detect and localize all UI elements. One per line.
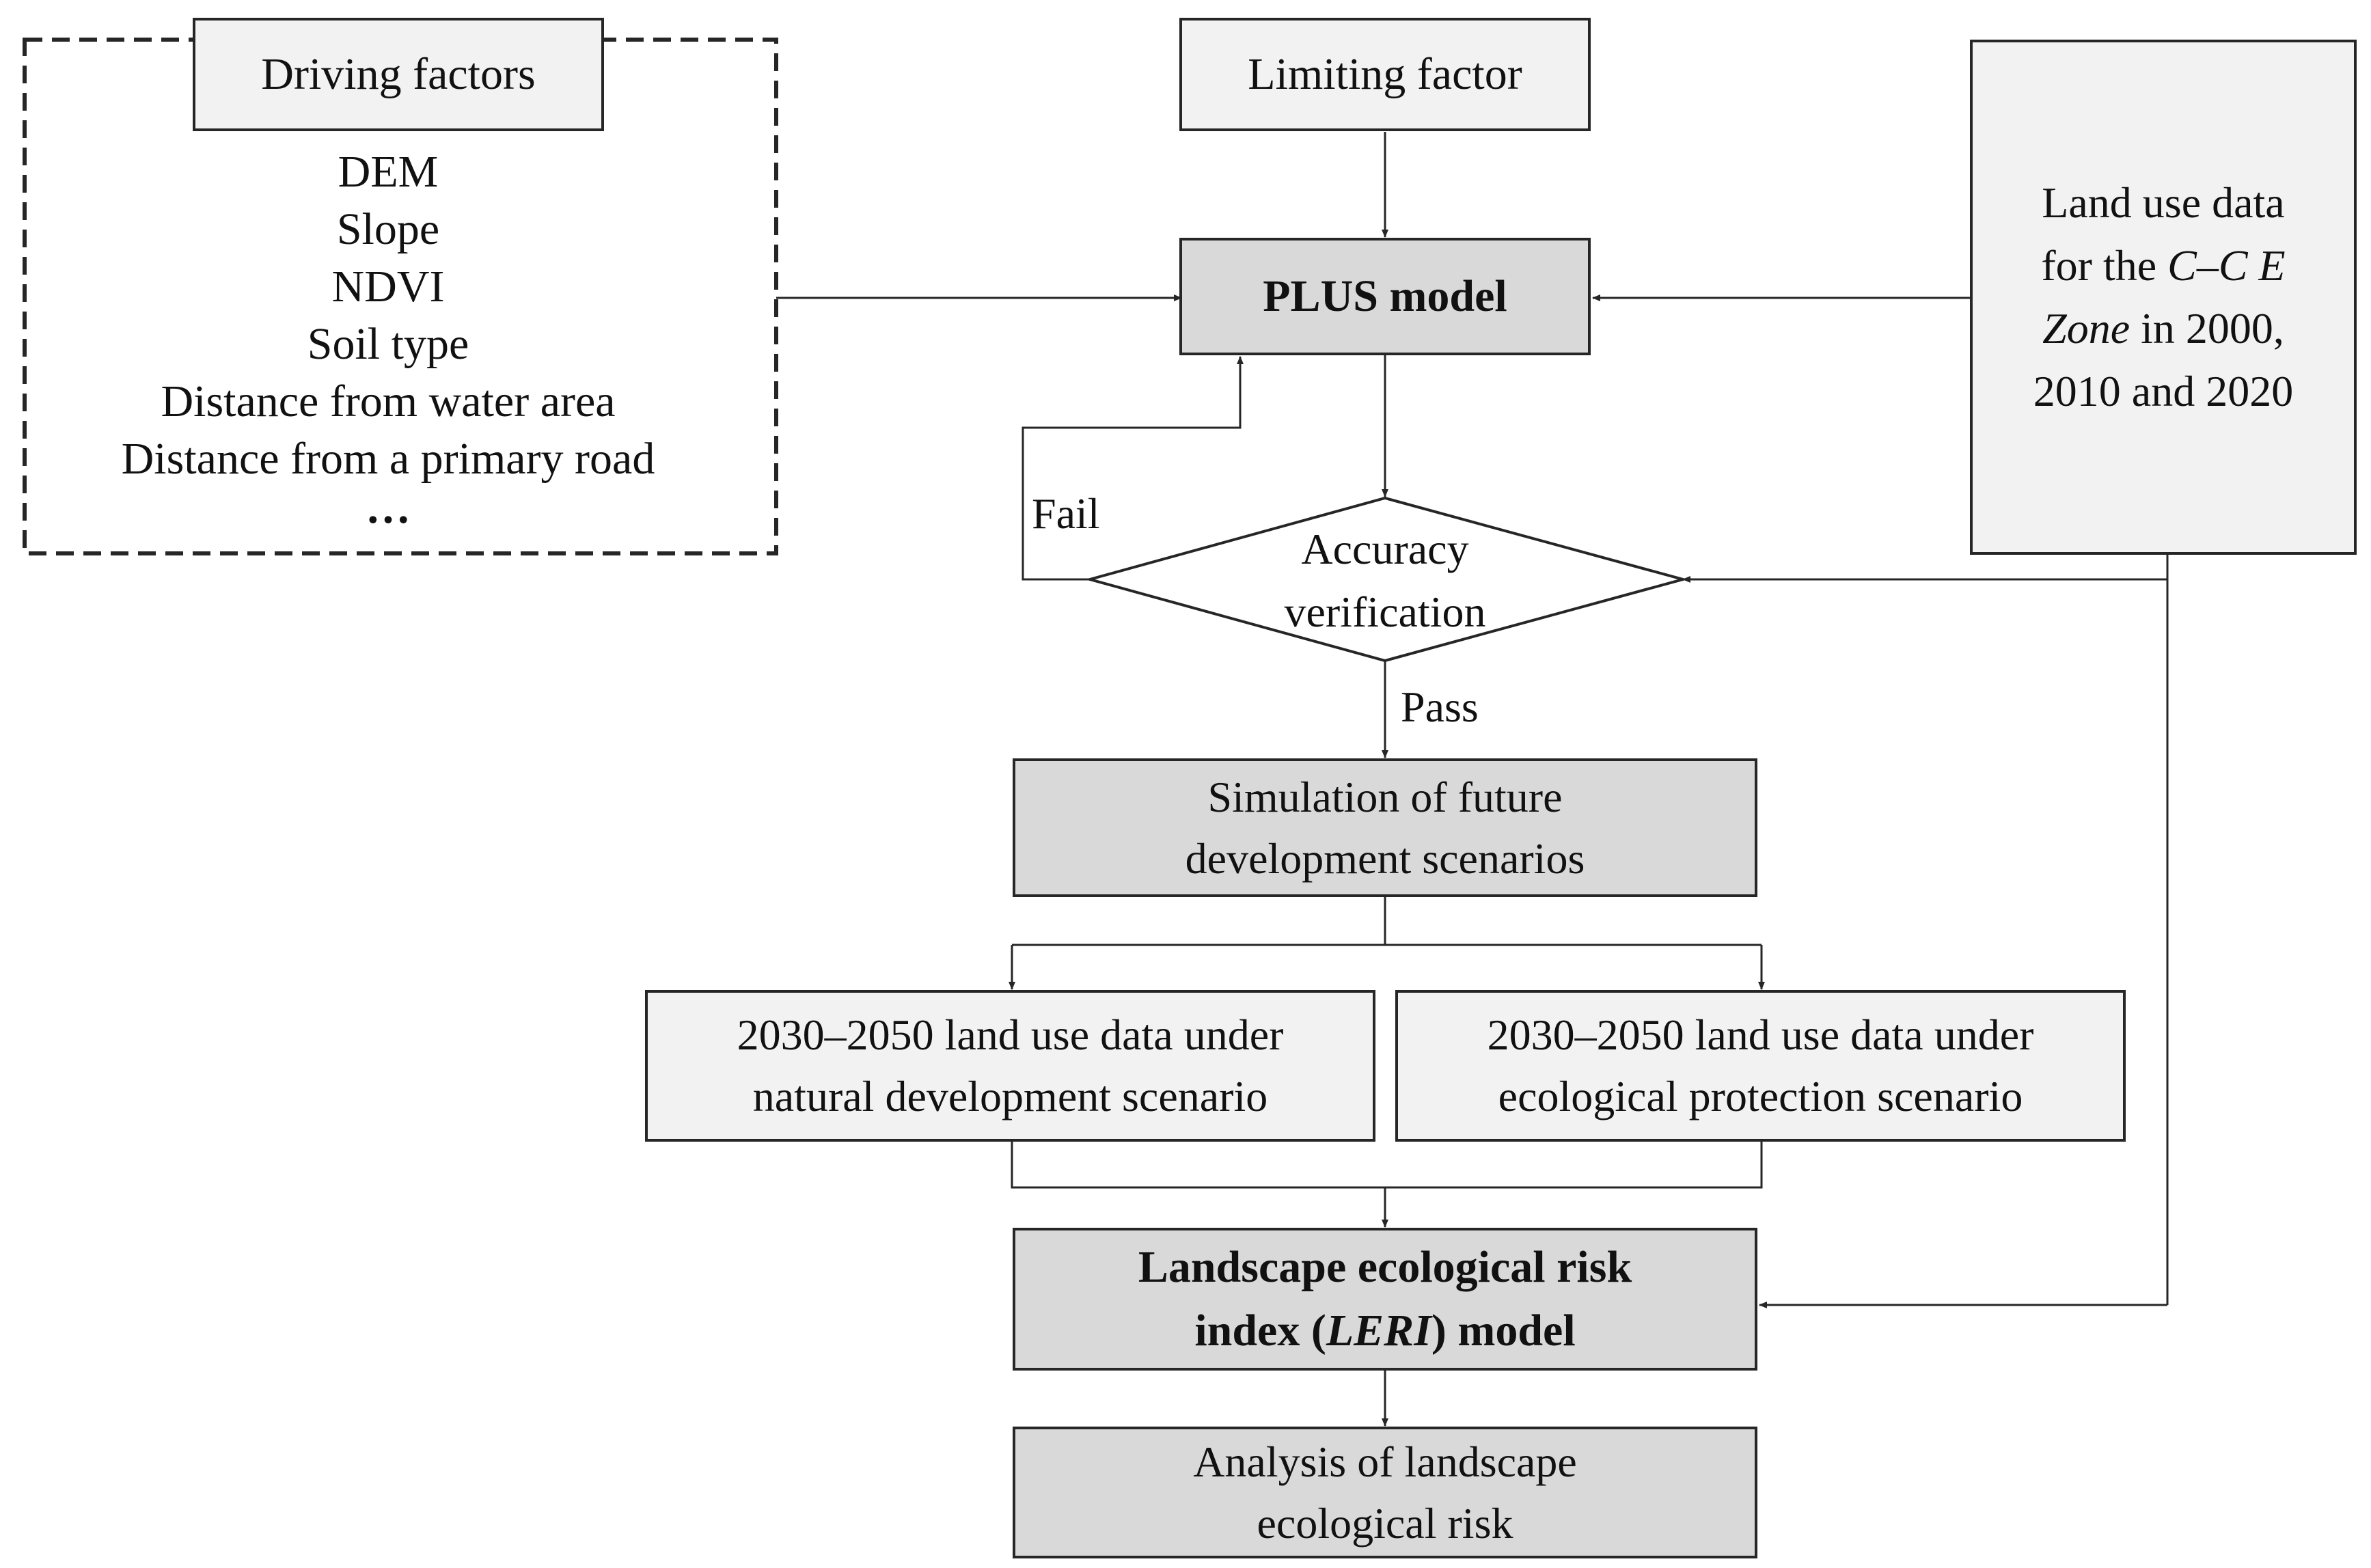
- natural-scenario-line-2: natural development scenario: [752, 1072, 1268, 1120]
- factor-item: NDVI: [331, 262, 445, 312]
- ecological-scenario-line-2: ecological protection scenario: [1498, 1072, 2023, 1120]
- factor-item: Soil type: [307, 319, 469, 369]
- factor-item: …: [366, 483, 411, 533]
- land-use-input-box: Land use data for the C–C E Zone in 2000…: [1970, 40, 2357, 555]
- land-use-line-2: for the C–C E: [2041, 234, 2285, 297]
- zone-word: Zone: [2042, 304, 2130, 353]
- limiting-factor-box: Limiting factor: [1179, 18, 1591, 131]
- accuracy-line-2: verification: [1284, 588, 1486, 636]
- connector-merge: [1011, 1141, 1763, 1189]
- arrow-fail-loop: [1022, 356, 1244, 581]
- fail-label: Fail: [1032, 489, 1100, 538]
- land-use-line-4: 2010 and 2020: [2033, 367, 2294, 415]
- factor-item: DEM: [338, 147, 439, 197]
- analysis-line-2: ecological risk: [1257, 1498, 1513, 1548]
- leri-index-word: index (: [1194, 1305, 1326, 1356]
- leri-line-2: index (LERI) model: [1194, 1299, 1575, 1362]
- leri-model-word: ) model: [1431, 1305, 1576, 1356]
- factor-item: Distance from a primary road: [121, 434, 655, 484]
- leri-model-box: Landscape ecological risk index (LERI) m…: [1013, 1228, 1757, 1371]
- driving-factors-group: [23, 38, 778, 555]
- accuracy-line-1: Accuracy: [1301, 525, 1469, 573]
- zone-name: C–C E: [2167, 241, 2286, 290]
- leri-abbrev: LERI: [1326, 1305, 1431, 1356]
- natural-scenario-box: 2030–2050 land use data under natural de…: [645, 990, 1375, 1142]
- land-use-line-3: Zone in 2000,: [2042, 297, 2284, 360]
- factor-item: Distance from water area: [161, 376, 616, 426]
- pass-label: Pass: [1401, 683, 1479, 731]
- driving-factors-list: DEM Slope NDVI Soil type Distance from w…: [25, 143, 752, 533]
- leri-line-1: Landscape ecological risk: [1138, 1242, 1632, 1293]
- driving-factors-title-box: Driving factors: [193, 18, 604, 131]
- land-use-for-the: for the: [2041, 241, 2168, 290]
- driving-factors-title: Driving factors: [261, 49, 536, 99]
- limiting-factor-label: Limiting factor: [1248, 49, 1522, 99]
- plus-model-box: PLUS model: [1179, 238, 1591, 355]
- simulation-box: Simulation of future development scenari…: [1013, 758, 1757, 897]
- simulation-line-1: Simulation of future: [1207, 772, 1563, 821]
- land-use-year-2000: in 2000,: [2130, 304, 2284, 353]
- analysis-box: Analysis of landscape ecological risk: [1013, 1427, 1757, 1558]
- factor-item: Slope: [336, 204, 440, 254]
- simulation-line-2: development scenarios: [1185, 834, 1585, 883]
- plus-model-label: PLUS model: [1263, 271, 1507, 321]
- accuracy-diamond: [1084, 496, 1688, 663]
- natural-scenario-line-1: 2030–2050 land use data under: [737, 1010, 1284, 1060]
- land-use-line-1: Land use data: [2042, 178, 2285, 227]
- ecological-scenario-box: 2030–2050 land use data under ecological…: [1395, 990, 2126, 1142]
- analysis-line-1: Analysis of landscape: [1193, 1437, 1577, 1486]
- accuracy-verification-label: Accuracy verification: [1086, 518, 1684, 644]
- ecological-scenario-line-1: 2030–2050 land use data under: [1487, 1010, 2034, 1060]
